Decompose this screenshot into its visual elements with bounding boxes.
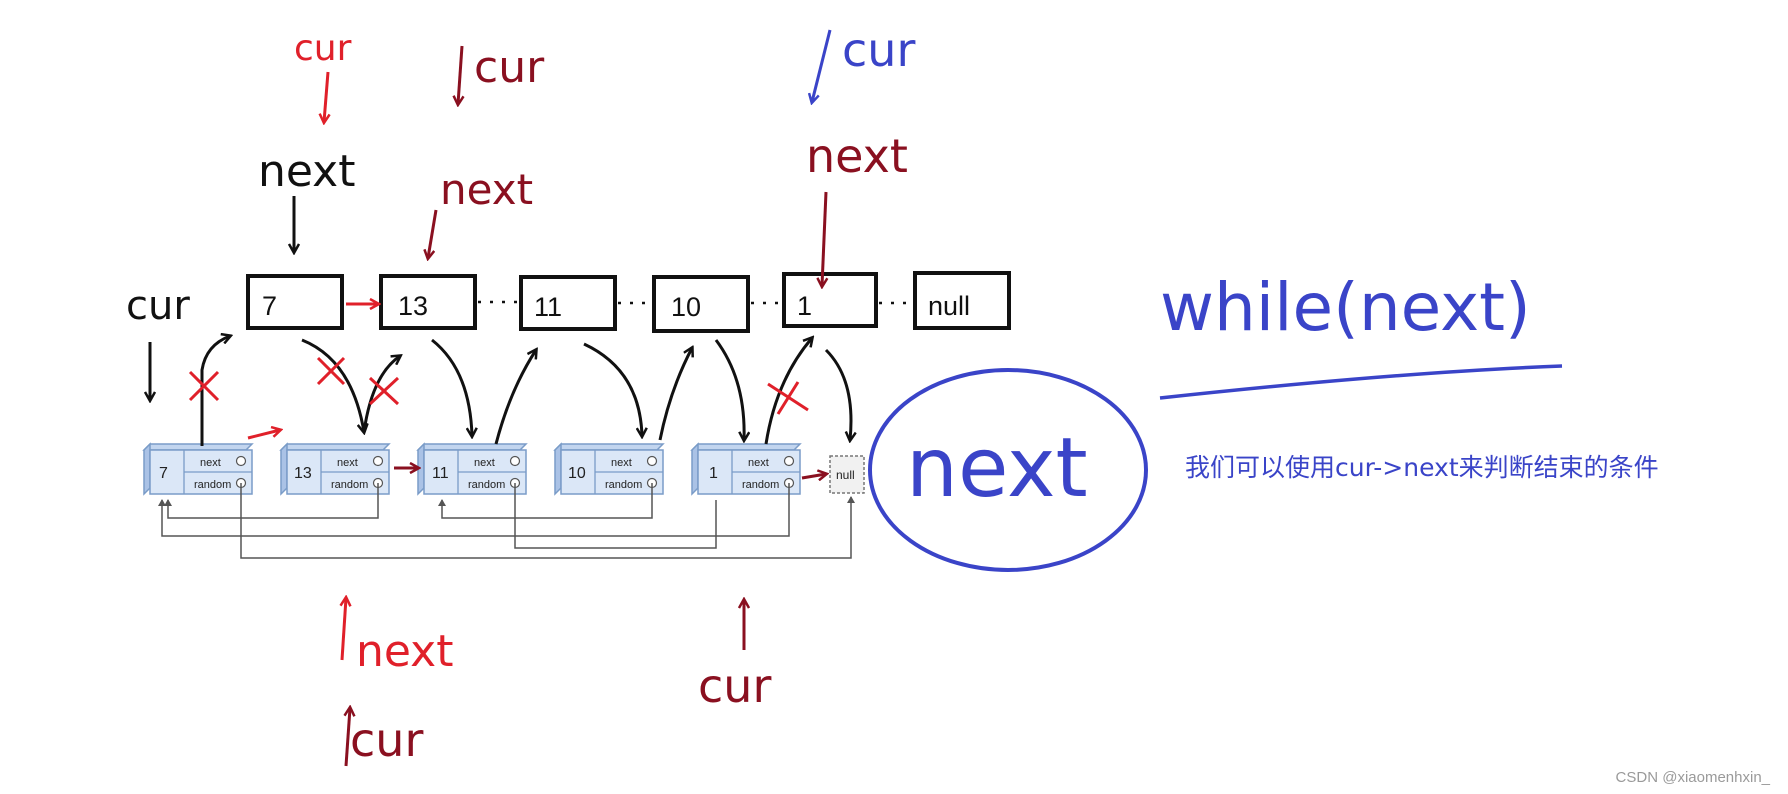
bottom-node-1: 13 next random [279,442,391,496]
bottom-node-1-random: random [331,479,368,491]
top-node-5-label: null [928,291,970,321]
top-node-0: 7 [246,274,344,330]
arrow-next-red-up [342,598,346,661]
label-cur-dark-bottom-left: cur [350,713,423,767]
watermark: CSDN @xiaomenhxin_ [1615,769,1770,786]
bottom-null-node: null [829,455,865,494]
top-node-4-label: 1 [797,291,812,321]
bottom-node-3-value: 10 [568,465,586,482]
top-node-4: 1 [782,272,878,328]
top-node-2-label: 11 [534,292,562,322]
bottom-node-3: 10 next random [553,442,665,496]
label-next-crossed: next [806,129,908,183]
top-node-1: 13 [379,274,477,330]
bottom-node-4-value: 1 [709,465,718,482]
red-arrow-bottom-c [801,474,826,478]
bottom-node-4-next: next [748,457,769,469]
bottom-node-3-random: random [605,479,642,491]
bottom-node-0-next: next [200,457,221,469]
bottom-node-4: 1 next random [690,442,802,496]
bottom-node-3-next: next [611,457,632,469]
bottom-node-1-next: next [337,457,358,469]
red-arrow-bottom-a [247,430,280,440]
bottom-null-label: null [836,468,855,482]
explanation-note: 我们可以使用cur->next来判断结束的条件 [1185,453,1659,482]
top-node-1-label: 13 [398,291,428,321]
label-cur-dark-top: cur [474,42,545,93]
top-node-5: null [913,271,1011,330]
bottom-node-0-random: random [194,479,231,491]
label-circled-next: next [906,421,1088,516]
black-zigzag-arrows [200,336,851,446]
arrow-cur-red-down [324,71,328,122]
bottom-node-2-random: random [468,479,505,491]
top-node-2: 11 [519,275,617,331]
label-cur-left: cur [126,283,190,329]
bottom-node-2: 11 next random [416,442,528,496]
arrow-cur-dark-bottom-left-up [346,708,350,767]
bottom-node-0-value: 7 [159,465,168,482]
red-cross-marks [188,356,809,415]
while-underline [1159,364,1563,400]
label-next-dark: next [440,165,533,214]
bottom-node-2-value: 11 [432,465,449,482]
bottom-node-0: 7 next random [142,442,254,496]
next-circle [868,368,1148,572]
top-node-3-label: 10 [671,292,701,322]
arrow-next-dark-down [428,209,438,258]
bottom-node-1-value: 13 [294,465,312,482]
label-cur-red-top: cur [294,28,352,69]
top-row-connectors [478,300,912,305]
arrow-cur-dark-down [458,45,462,104]
arrow-cur-blue-down [812,29,832,102]
label-next-black: next [258,146,355,197]
top-node-3: 10 [652,275,750,333]
arrow-next-crossed-down [822,191,826,286]
label-cur-blue-top: cur [842,23,915,77]
random-pointers [158,483,855,559]
label-cur-dark-bottom-right: cur [698,659,771,713]
label-while-expr: while(next) [1160,269,1531,346]
bottom-node-4-random: random [742,479,779,491]
bottom-node-2-next: next [474,457,495,469]
top-node-0-label: 7 [262,291,277,321]
label-next-red-bottom: next [356,626,453,677]
